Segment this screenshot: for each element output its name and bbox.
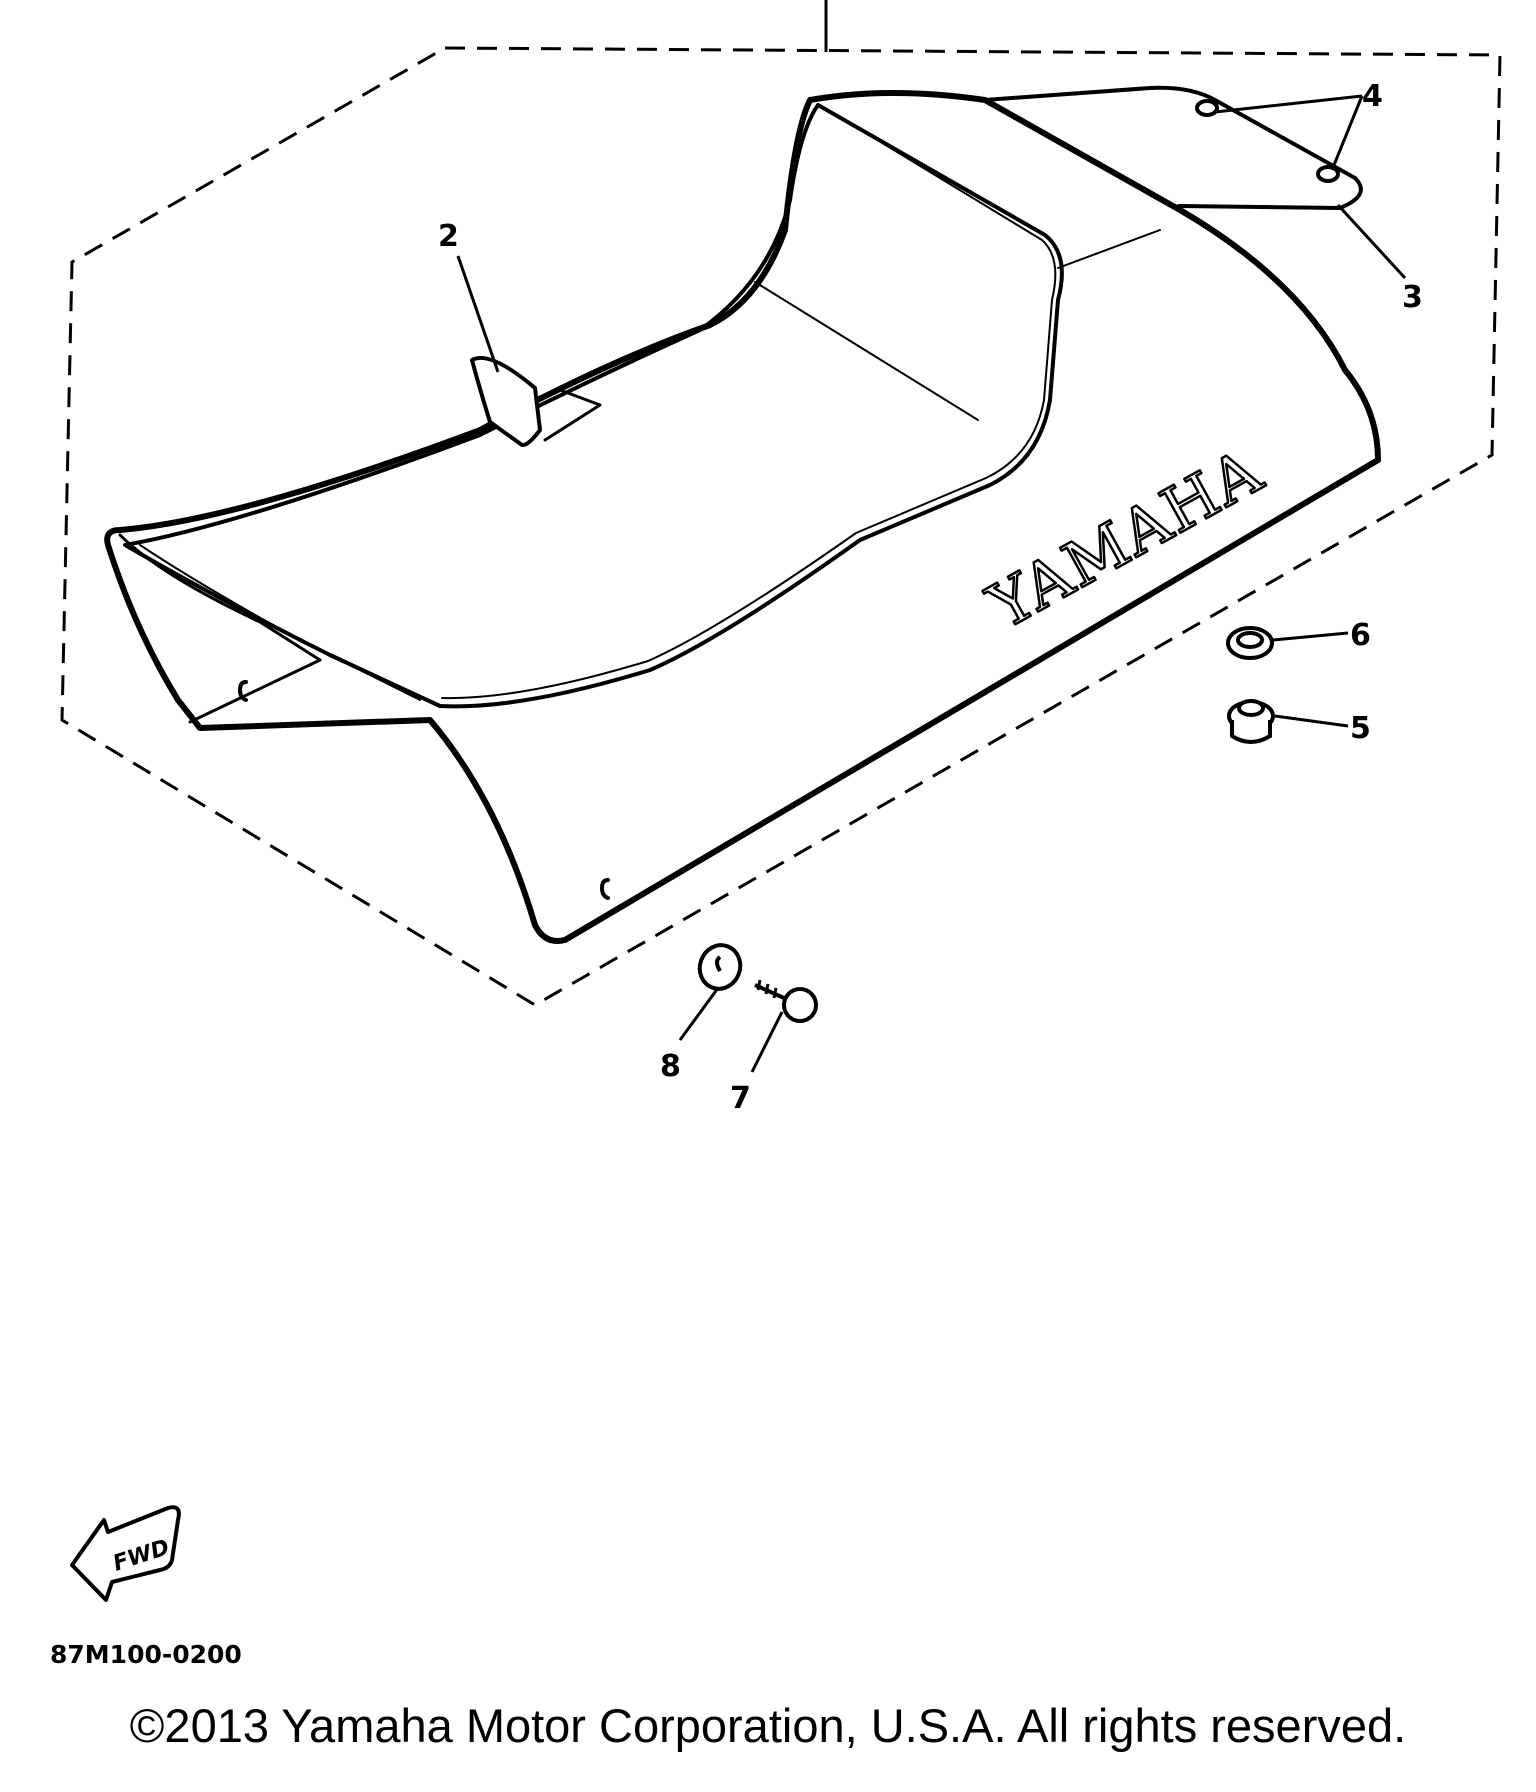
callout-3: 3 [1402, 280, 1423, 315]
rear-plate-bolts [1195, 99, 1340, 183]
seat-body: YAMAHA [104, 85, 1381, 944]
part-7-screw [754, 979, 818, 1023]
fwd-arrow-icon: FWD [70, 1505, 181, 1602]
part-6-grommet [1226, 626, 1274, 660]
callout-8: 8 [660, 1049, 681, 1084]
part-5-damper [1227, 699, 1275, 744]
seat-top-surface [123, 103, 1064, 709]
seat-top-inner-edge [441, 109, 1057, 700]
seat-strap [470, 355, 542, 448]
callout-6: 6 [1350, 618, 1371, 653]
seat-front-end [118, 533, 322, 724]
leader-lines [456, 94, 1407, 1073]
side-rivet-rear [600, 878, 610, 900]
strap-slot [538, 388, 602, 442]
callout-2: 2 [438, 219, 459, 254]
part-8-washer [697, 943, 743, 991]
assembly-boundary [60, 46, 1502, 1007]
diagram-code: 87M100-0200 [50, 1640, 242, 1669]
seat-crease-1 [754, 281, 979, 421]
callout-7: 7 [730, 1081, 751, 1116]
callout-4: 4 [1362, 79, 1383, 114]
copyright-notice: ©2013 Yamaha Motor Corporation, U.S.A. A… [129, 1699, 1407, 1752]
callout-5: 5 [1350, 711, 1371, 746]
seat-crease-2 [1057, 229, 1161, 269]
side-rivet-front [238, 680, 248, 702]
seat-front-inner [139, 544, 421, 701]
